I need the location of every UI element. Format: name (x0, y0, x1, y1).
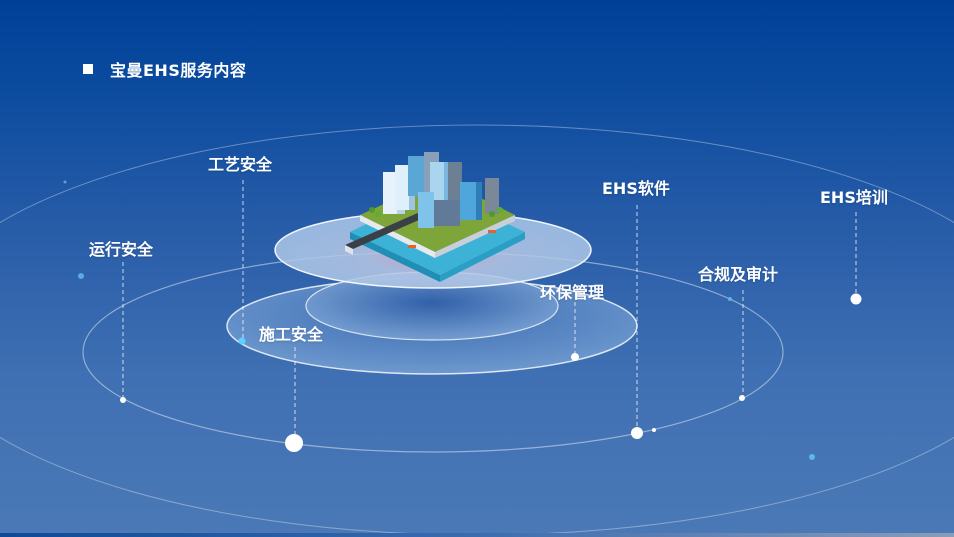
service-label-construction-safety: 施工安全 (259, 325, 324, 344)
node-dot (631, 427, 643, 439)
node-dot (739, 395, 745, 401)
node-dot (571, 353, 579, 361)
orbit-nodes (63, 180, 862, 460)
service-label-environmental-management: 环保管理 (540, 283, 605, 302)
floating-dot (809, 454, 815, 460)
node-dot-cyan (238, 337, 246, 345)
service-label-process-safety: 工艺安全 (208, 155, 273, 174)
service-label-ehs-software: EHS软件 (602, 179, 670, 198)
city-illustration (345, 152, 525, 282)
node-dot (850, 293, 862, 305)
page-title-text: 宝曼EHS服务内容 (110, 61, 247, 80)
service-label-compliance-audit: 合规及审计 (698, 265, 779, 284)
node-dot-small (652, 428, 656, 432)
bottom-strip (0, 533, 954, 537)
page-title: 宝曼EHS服务内容 (83, 57, 246, 81)
service-label-operation-safety: 运行安全 (89, 240, 154, 259)
floating-dot (63, 180, 67, 184)
service-label-ehs-training: EHS培训 (820, 188, 888, 207)
leader-lines (122, 180, 857, 438)
floating-dot (728, 297, 732, 301)
node-dot-large (285, 434, 303, 452)
floating-dot (78, 273, 84, 279)
node-dot (120, 397, 126, 403)
square-bullet-icon (83, 64, 93, 74)
